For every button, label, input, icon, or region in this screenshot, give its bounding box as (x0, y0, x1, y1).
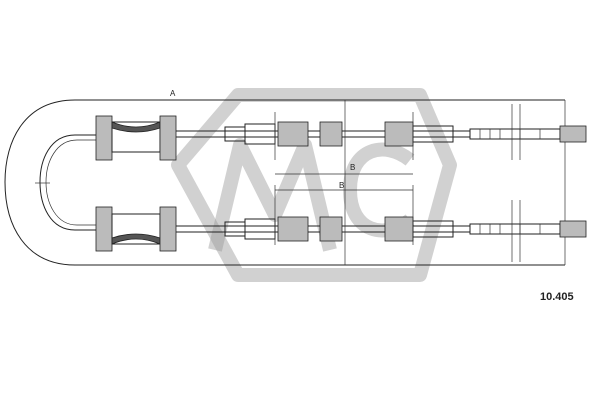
upper-threaded-end (469, 128, 561, 140)
dimension-b-lower-label: B (339, 181, 344, 190)
dimension-b-upper (274, 112, 414, 175)
upper-cable-assembly (95, 115, 587, 161)
upper-mount-left-flange (95, 115, 113, 161)
upper-mount-right-flange (159, 115, 177, 161)
lower-threaded-end (469, 223, 561, 235)
reference-lines (344, 100, 521, 265)
upper-adjuster-nut (277, 121, 309, 147)
lower-adjuster-nut (277, 216, 309, 242)
inner-cable-loop (35, 134, 98, 231)
upper-end-fitting (559, 125, 587, 143)
dimension-b-lower (274, 185, 414, 245)
dimension-a-label: A (170, 89, 176, 98)
lower-end-fitting (559, 220, 587, 238)
lower-cable-assembly (95, 206, 587, 252)
part-number: 10.405 (540, 291, 574, 303)
lower-mount-right-flange (159, 206, 177, 252)
lower-mount-left-flange (95, 206, 113, 252)
dimension-b-upper-label: B (350, 163, 355, 172)
